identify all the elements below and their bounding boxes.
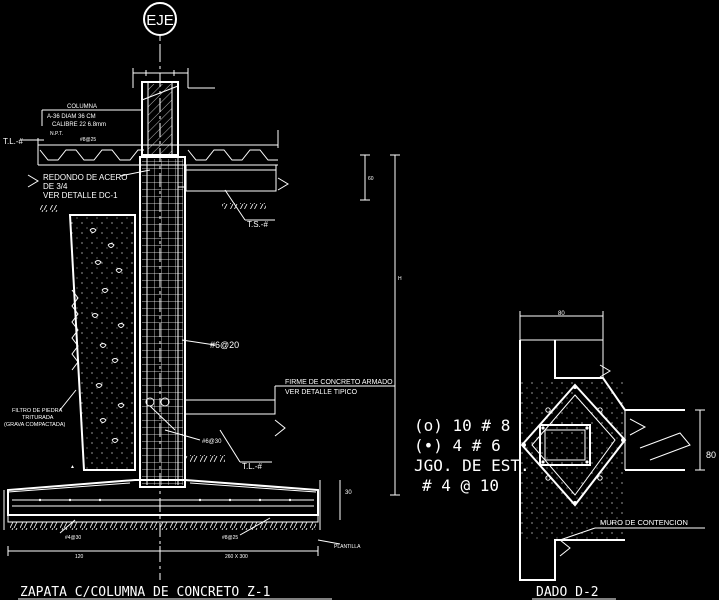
reinforcement-schedule: (o) 10 # 8 (•) 4 # 6 JGO. DE EST. # 4 @ … xyxy=(414,416,530,495)
soil-hatch-left xyxy=(38,205,60,212)
drawing-titles: ZAPATA C/COLUMNA DE CONCRETO Z-1 DADO D-… xyxy=(18,585,616,600)
dim-30-label: 30 xyxy=(345,490,352,496)
column-note-npt: N.P.T. xyxy=(50,131,63,137)
firme-line2: VER DETALLE TIPICO xyxy=(285,389,358,396)
reinforcement-line1: (o) 10 # 8 xyxy=(414,416,510,435)
hook-bars: #6@30 T.L.-# xyxy=(145,397,272,471)
dim-80-side-label: 80 xyxy=(706,450,716,460)
column-cage xyxy=(139,156,216,488)
retaining-wall xyxy=(68,214,136,471)
dim-120-label: 120 xyxy=(75,554,84,560)
soil-hatch-top xyxy=(222,203,266,209)
column-note-bar: #8@25 xyxy=(80,137,96,143)
column-note-line2: CALIBRE 22 6.8mm xyxy=(52,122,106,128)
tl-bottom-label: T.L.-# xyxy=(242,462,263,471)
footing-callouts: #4@30 #8@25 PLANTILLA xyxy=(59,517,361,550)
redondo-line2: DE 3/4 xyxy=(43,182,68,191)
axis-marker-label: EJE xyxy=(146,12,174,29)
bar-430-label: #4@30 xyxy=(65,535,81,541)
column-note-line1: A-36 DIAM 36 CM xyxy=(47,114,96,120)
bar-825-label: #8@25 xyxy=(222,535,238,541)
tl-top-label: T.L.-# xyxy=(3,137,24,146)
firme-callout: FIRME DE CONCRETO ARMADO VER DETALLE TIP… xyxy=(184,379,395,462)
ts-callout: T.S.-# xyxy=(224,189,275,229)
ts-label: T.S.-# xyxy=(247,220,268,229)
column-note: COLUMNA A-36 DIAM 36 CM CALIBRE 22 6.8mm… xyxy=(41,104,142,143)
axis-marker: EJE xyxy=(143,2,177,50)
redondo-line1: REDONDO DE ACERO xyxy=(43,173,127,182)
filtro-line2: TRITURADA xyxy=(22,415,54,421)
dim-h-label: H xyxy=(398,276,402,282)
redondo-note: REDONDO DE ACERO DE 3/4 VER DETALLE DC-1 xyxy=(27,169,151,200)
dim-80-top-label: 80 xyxy=(558,311,565,317)
reinforcement-line4: # 4 @ 10 xyxy=(422,476,499,495)
steel-column xyxy=(141,81,179,156)
bar-630-label: #6@30 xyxy=(202,439,222,445)
dim-260-label: 260 X 300 xyxy=(225,554,248,560)
firme-line1: FIRME DE CONCRETO ARMADO xyxy=(285,379,393,386)
dado-detail: 80 80 MURO DE C xyxy=(519,311,716,581)
reinforcement-line2: (•) 4 # 6 xyxy=(414,436,501,455)
muro-label: MURO DE CONTENCION xyxy=(600,518,688,527)
column-note-title: COLUMNA xyxy=(67,104,97,110)
filtro-callout: FILTRO DE PIEDRA TRITURADA (GRAVA COMPAC… xyxy=(4,389,77,428)
bottom-dimension: 120 260 X 300 xyxy=(7,546,319,560)
filtro-line1: FILTRO DE PIEDRA xyxy=(12,408,63,414)
side-dimensions: 60 H xyxy=(360,154,402,496)
dim-60-label: 60 xyxy=(368,176,374,182)
title-left: ZAPATA C/COLUMNA DE CONCRETO Z-1 xyxy=(20,585,270,600)
level-marker: ▲ xyxy=(70,464,75,470)
top-dimension xyxy=(132,68,215,89)
footing: 30 xyxy=(3,479,352,530)
filtro-line3: (GRAVA COMPACTADA) xyxy=(4,422,65,428)
redondo-line3: VER DETALLE DC-1 xyxy=(43,191,118,200)
title-right: DADO D-2 xyxy=(536,585,599,600)
reinforcement-line3: JGO. DE EST. xyxy=(414,456,530,475)
stirrup-label: #6@20 xyxy=(210,340,239,350)
plantilla-label: PLANTILLA xyxy=(334,544,361,550)
